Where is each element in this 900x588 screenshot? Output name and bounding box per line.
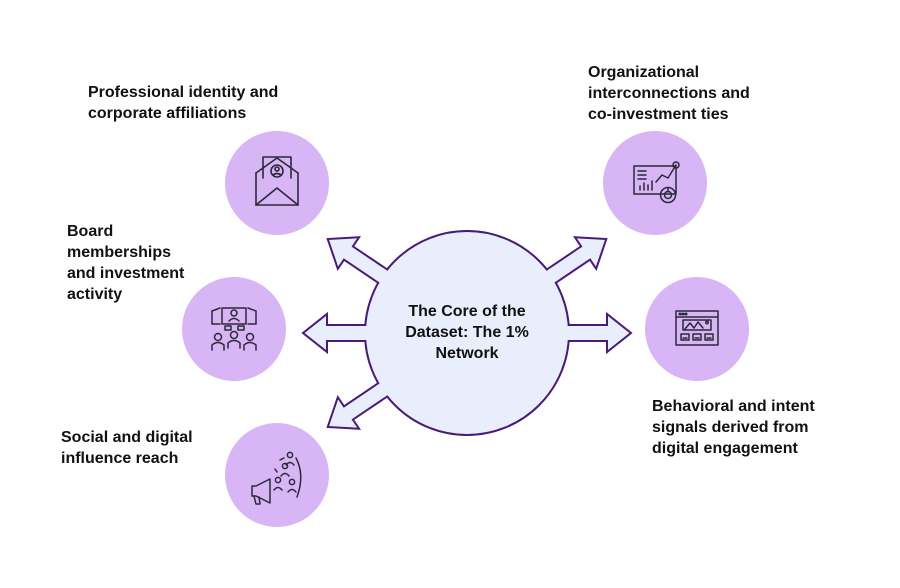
node-label-board-memberships: Board memberships and investment activit… <box>67 223 185 303</box>
node-circle-professional-identity <box>225 131 329 235</box>
center-shape <box>301 230 633 436</box>
node-label-organizational-interconnections: Organizational interconnections and co-i… <box>588 64 750 123</box>
node-circle-social-influence <box>225 423 329 527</box>
node-circle-organizational-interconnections <box>603 131 707 235</box>
resume-envelope-icon <box>255 156 299 206</box>
center-title: The Core of the Dataset: The 1% Network <box>405 303 529 362</box>
node-circle-behavioral-signals <box>645 277 749 381</box>
node-label-behavioral-signals: Behavioral and intent signals derived fr… <box>652 398 815 457</box>
megaphone-audience-icon <box>251 451 302 505</box>
meeting-presentation-icon <box>211 307 257 351</box>
node-label-social-influence: Social and digital influence reach <box>61 429 193 467</box>
node-label-professional-identity: Professional identity and corporate affi… <box>88 84 279 122</box>
node-circle-board-memberships <box>182 277 286 381</box>
browser-window-icon <box>675 310 719 346</box>
analytics-dashboard-icon <box>633 161 680 204</box>
